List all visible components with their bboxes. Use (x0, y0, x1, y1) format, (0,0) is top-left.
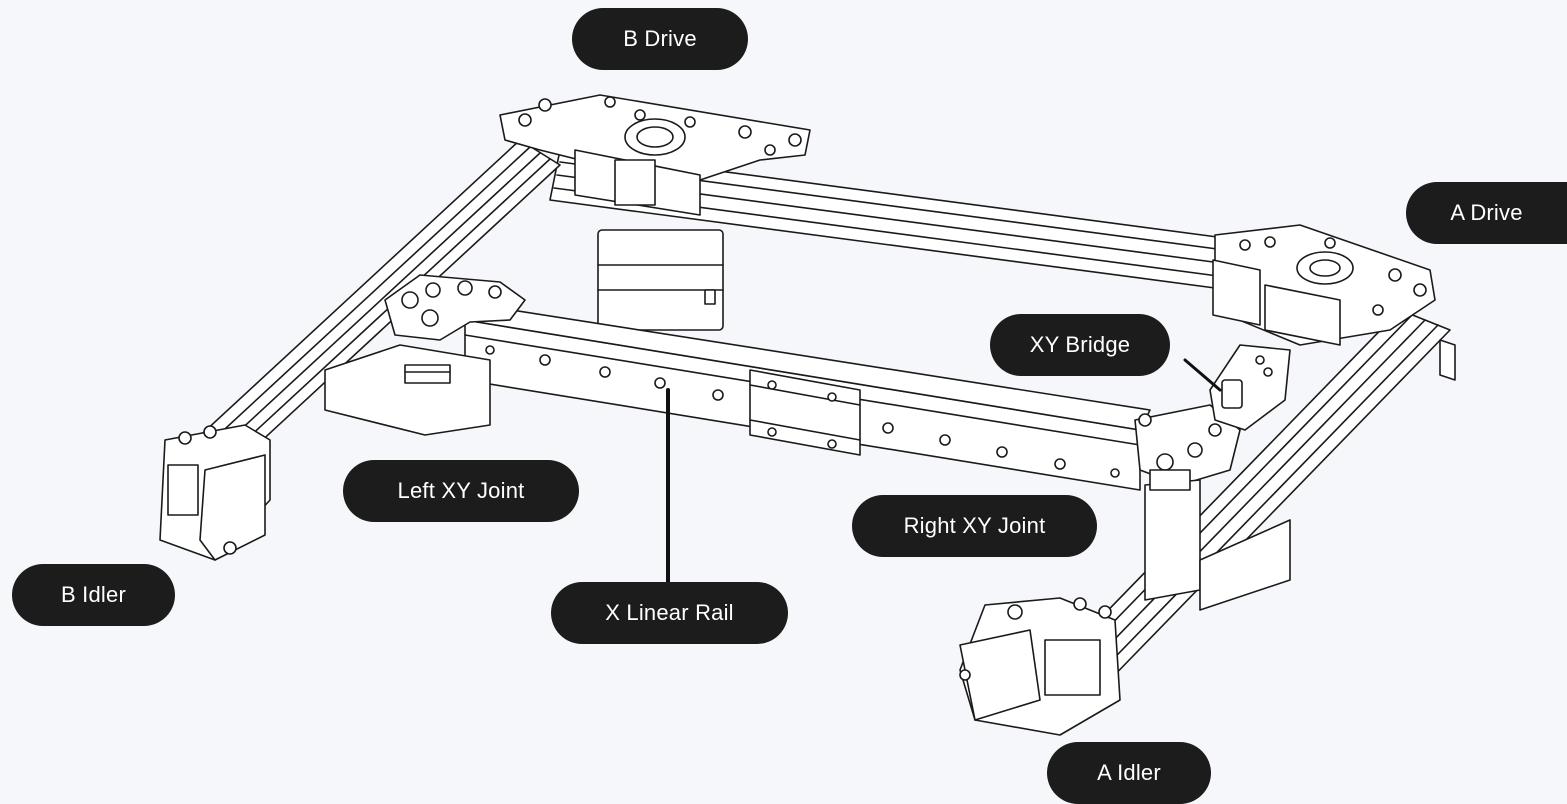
a-drive-label: A Drive (1406, 182, 1567, 244)
xy-bridge-label: XY Bridge (990, 314, 1170, 376)
b-idler-assembly (159, 424, 271, 561)
b-drive-label: B Drive (572, 8, 748, 70)
left-xy-joint-label: Left XY Joint (343, 460, 579, 522)
a-idler-label: A Idler (1047, 742, 1211, 804)
right-xy-joint-assembly (1134, 344, 1291, 611)
a-drive-assembly (1212, 224, 1436, 346)
x-rail-assembly (464, 304, 1151, 491)
right-xy-joint-label: Right XY Joint (852, 495, 1097, 557)
b-drive-assembly (499, 94, 811, 331)
a-idler-assembly (959, 597, 1121, 736)
left-xy-joint-assembly (324, 274, 526, 436)
x-linear-rail-label: X Linear Rail (551, 582, 788, 644)
b-idler-label: B Idler (12, 564, 175, 626)
xy-bridge-leader (1183, 358, 1222, 392)
